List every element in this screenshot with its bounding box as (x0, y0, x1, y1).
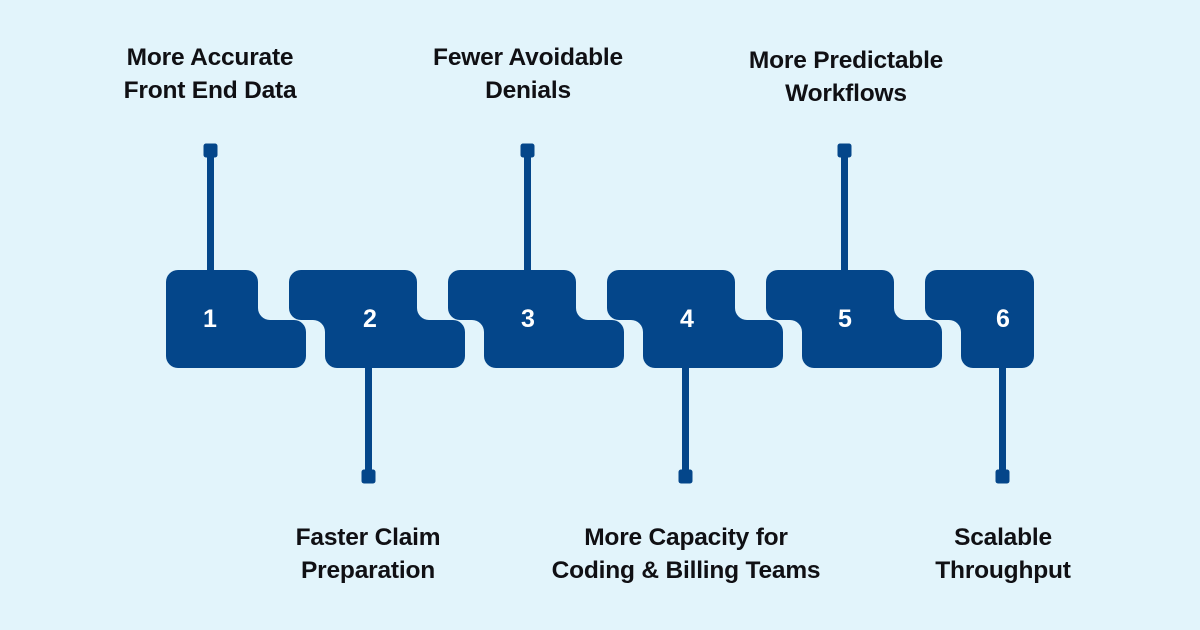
connector-step-5 (837, 143, 852, 272)
step-caption-3: Fewer Avoidable Denials (433, 42, 623, 107)
connector-step-3 (520, 143, 535, 272)
connector-endpoint-square (837, 143, 852, 158)
step-number-1: 1 (202, 305, 218, 333)
step-caption-2: Faster Claim Preparation (296, 522, 441, 587)
caption-line-2: Workflows (785, 79, 907, 107)
caption-line-2: Coding & Billing Teams (551, 556, 821, 584)
caption-line-1: More Predictable (748, 47, 944, 74)
caption-line-2: Denials (485, 76, 571, 104)
step-number-3: 3 (520, 305, 536, 333)
caption-line-1: Faster Claim (295, 524, 441, 551)
caption-line-2: Preparation (301, 556, 435, 584)
connector-line (682, 366, 689, 476)
connector-step-4 (678, 366, 693, 484)
caption-line-1: More Capacity for (584, 524, 788, 551)
step-caption-1: More Accurate Front End Data (124, 42, 297, 107)
caption-line-2: Front End Data (123, 76, 297, 104)
step-block-4[interactable] (607, 270, 783, 368)
connector-endpoint-square (203, 143, 218, 158)
connector-endpoint-square (361, 469, 376, 484)
connector-line (524, 150, 531, 272)
step-caption-6: Scalable Throughput (935, 522, 1071, 587)
step-caption-4: More Capacity for Coding & Billing Teams (552, 522, 821, 587)
step-number-5: 5 (837, 305, 853, 333)
step-block-5[interactable] (766, 270, 942, 368)
connector-step-2 (361, 366, 376, 484)
step-number-4: 4 (679, 305, 695, 333)
step-number-2: 2 (362, 305, 378, 333)
connector-step-6 (995, 366, 1010, 484)
caption-line-1: Scalable (954, 524, 1052, 551)
caption-line-1: Fewer Avoidable (433, 44, 623, 71)
step-number-6: 6 (995, 305, 1011, 333)
step-block-6[interactable] (925, 270, 1034, 368)
connector-endpoint-square (995, 469, 1010, 484)
connector-step-1 (203, 143, 218, 272)
step-block-2[interactable] (289, 270, 465, 368)
connector-line (207, 150, 214, 272)
connector-endpoint-square (520, 143, 535, 158)
step-block-3[interactable] (448, 270, 624, 368)
connector-line (365, 366, 372, 476)
connector-line (841, 150, 848, 272)
connector-line (999, 366, 1006, 476)
step-caption-5: More Predictable Workflows (749, 45, 943, 110)
step-block-1[interactable] (166, 270, 306, 368)
caption-line-2: Throughput (935, 556, 1071, 584)
connector-endpoint-square (678, 469, 693, 484)
caption-line-1: More Accurate (126, 44, 294, 71)
